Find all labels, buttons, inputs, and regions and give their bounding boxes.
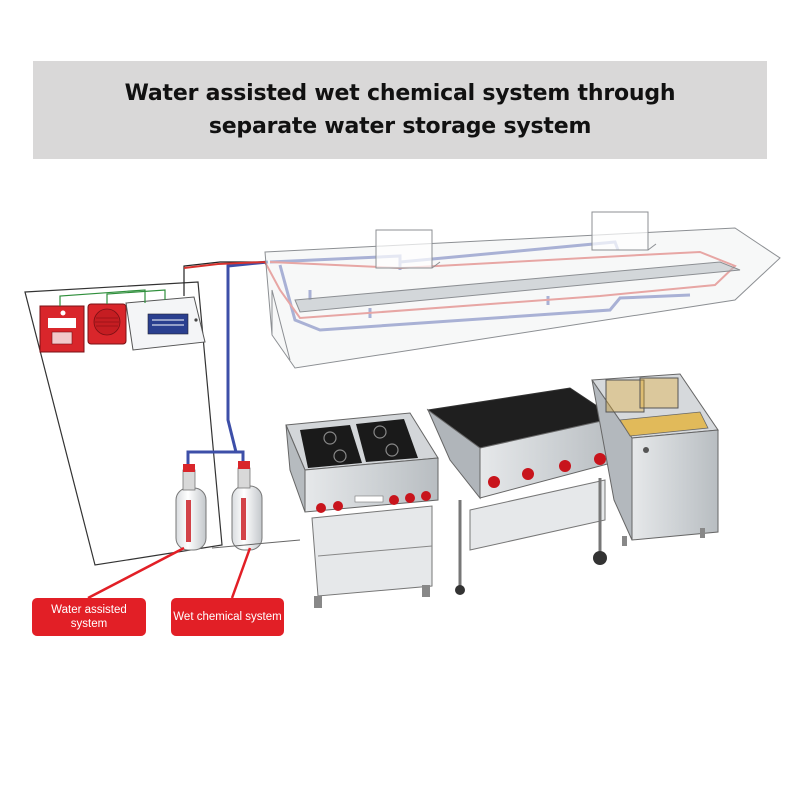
detection-wiring bbox=[183, 261, 262, 296]
exhaust-hood bbox=[264, 211, 781, 369]
title-line-2: separate water storage system bbox=[208, 114, 592, 139]
callout-leaders bbox=[87, 546, 252, 600]
range-knobs bbox=[316, 491, 431, 513]
alarm-sounder bbox=[87, 303, 127, 345]
cylinder-bracket bbox=[211, 539, 301, 549]
wet-chemical-cylinder bbox=[231, 461, 263, 551]
griddle-knobs bbox=[488, 453, 606, 488]
control-panel bbox=[125, 296, 206, 351]
title-line-1: Water assisted wet chemical system throu… bbox=[124, 81, 676, 106]
griddle bbox=[426, 387, 617, 595]
manual-call-point bbox=[39, 305, 85, 353]
title-banner: Water assisted wet chemical system throu… bbox=[33, 61, 767, 159]
deep-fryer bbox=[591, 373, 719, 546]
wet-chemical-callout: Wet chemical system bbox=[171, 598, 284, 636]
fryer-baskets bbox=[605, 377, 679, 413]
range-cooktop bbox=[285, 412, 439, 608]
water-assisted-callout: Water assisted system bbox=[32, 598, 146, 636]
wall-panel bbox=[24, 281, 223, 566]
water-cylinder bbox=[175, 464, 207, 551]
signal-cables bbox=[59, 289, 166, 306]
